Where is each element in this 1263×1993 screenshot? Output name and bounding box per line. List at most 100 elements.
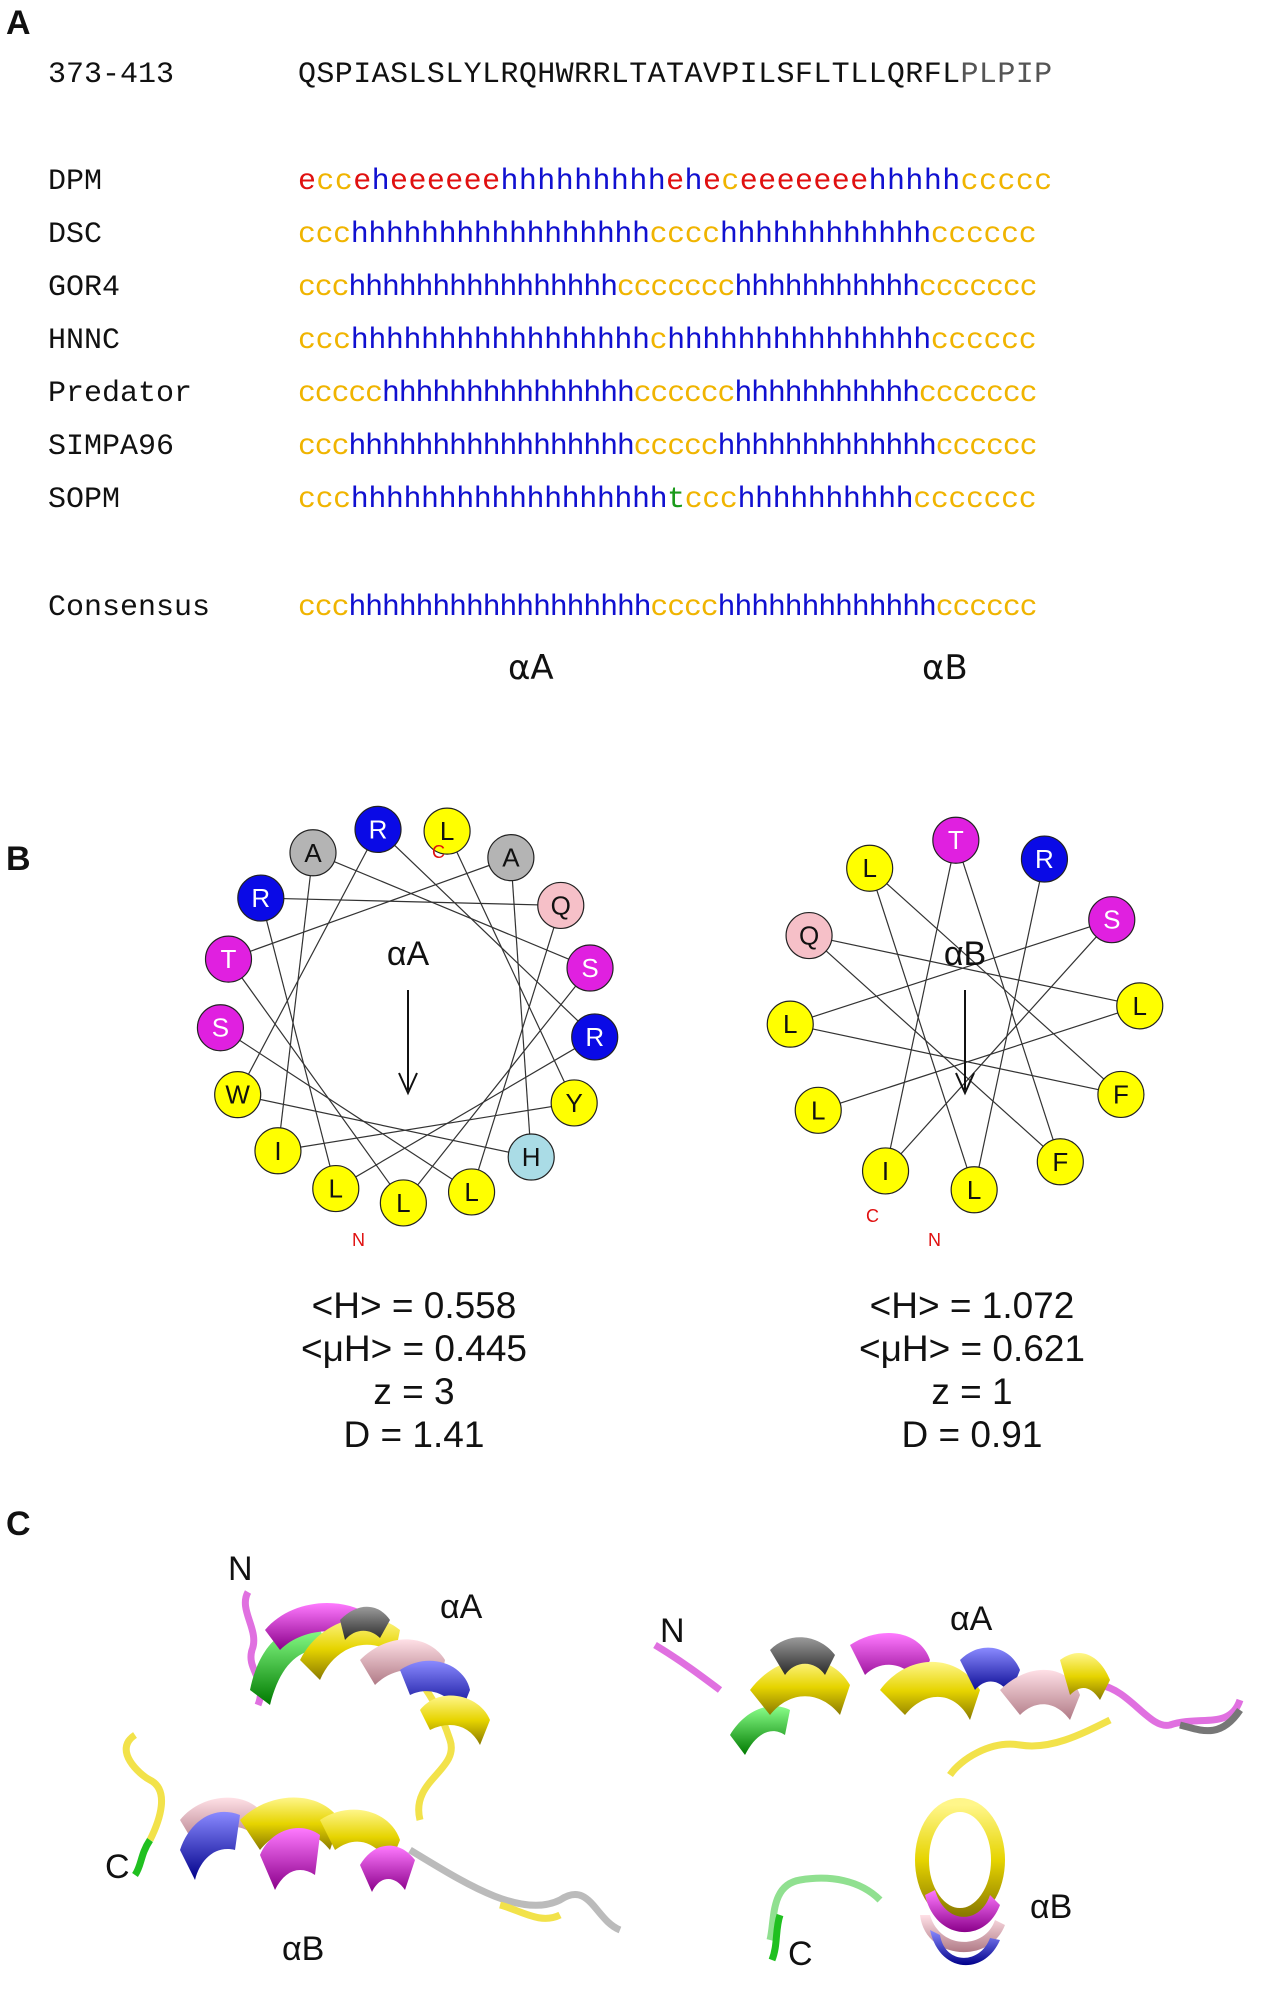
wheel-connector bbox=[228, 958, 404, 1204]
left-alpha-a-label: αA bbox=[440, 1588, 483, 1626]
residue-circle bbox=[1088, 896, 1136, 944]
wheel-connector bbox=[885, 919, 1113, 1172]
residue-label: S bbox=[212, 1013, 229, 1043]
prediction-string: ccchhhhhhhhhhhhhhhhhccccchhhhhhhhhhhhhcc… bbox=[298, 430, 1038, 464]
wheel-a-hydrophobicity: <H> = 0.558 bbox=[311, 1285, 517, 1326]
residue-label: A bbox=[502, 843, 520, 873]
method-name: DSC bbox=[48, 218, 103, 252]
residue-circle bbox=[1116, 982, 1164, 1030]
panel-c-label: C bbox=[6, 1505, 31, 1543]
residue-label: H bbox=[522, 1142, 541, 1172]
wheel-connector bbox=[808, 935, 1061, 1163]
ribbon-structures bbox=[122, 1590, 1244, 1966]
wheel-connector bbox=[260, 897, 561, 907]
right-alpha-b-label: αB bbox=[1030, 1888, 1073, 1926]
wheel-connector bbox=[335, 1036, 596, 1190]
residue-label: Q bbox=[799, 921, 819, 951]
panel-b-label: B bbox=[6, 840, 31, 878]
residue-circle bbox=[785, 911, 833, 960]
residue-circle bbox=[237, 874, 285, 922]
prediction-string: ccchhhhhhhhhhhhhhhhhhtccchhhhhhhhhhccccc… bbox=[298, 483, 1037, 517]
wheel-connector bbox=[220, 1027, 472, 1193]
residue-circle bbox=[550, 1079, 598, 1127]
residue-circle bbox=[571, 1013, 619, 1061]
residue-label: L bbox=[783, 1009, 797, 1039]
residue-circle bbox=[1020, 835, 1069, 883]
wheel-center-label: αA bbox=[387, 935, 430, 973]
prediction-string: ccchhhhhhhhhhhhhhhhhcccchhhhhhhhhhhhcccc… bbox=[298, 218, 1037, 252]
left-c-terminus: C bbox=[105, 1848, 130, 1886]
residue-circle bbox=[846, 844, 894, 892]
residue-label: L bbox=[329, 1174, 343, 1204]
residue-circle bbox=[861, 1147, 910, 1195]
prediction-string: ccchhhhhhhhhhhhhhhhhchhhhhhhhhhhhhhhcccc… bbox=[298, 324, 1037, 358]
residue-label: L bbox=[862, 853, 876, 883]
method-name: DPM bbox=[48, 165, 103, 199]
residue-label: L bbox=[967, 1175, 981, 1205]
sequence-tail: PLPIP bbox=[960, 58, 1053, 92]
residue-label: R bbox=[251, 883, 270, 913]
residue-label: R bbox=[369, 814, 388, 844]
residue-circle bbox=[354, 805, 402, 854]
left-c-end bbox=[132, 1838, 153, 1878]
wheel-a-discrimination: D = 1.41 bbox=[343, 1414, 485, 1455]
wheel-connector bbox=[471, 905, 562, 1193]
residue-circle bbox=[1097, 1070, 1145, 1119]
right-c-terminus: C bbox=[788, 1935, 813, 1973]
residue-label: L bbox=[396, 1188, 410, 1218]
wheel-connector bbox=[446, 830, 575, 1104]
right-helix-a bbox=[730, 1633, 1110, 1755]
method-name: HNNC bbox=[48, 324, 121, 358]
residue-label: Q bbox=[551, 890, 571, 920]
wheel-connector bbox=[869, 867, 1122, 1095]
residue-label: R bbox=[585, 1022, 604, 1052]
residue-label: L bbox=[440, 816, 454, 846]
residue-circle bbox=[204, 935, 253, 983]
prediction-row: HNNC ccchhhhhhhhhhhhhhhhhchhhhhhhhhhhhhhh… bbox=[0, 324, 1263, 364]
residue-circle bbox=[289, 829, 337, 877]
residue-label: F bbox=[1052, 1147, 1068, 1177]
residue-label: S bbox=[1103, 905, 1120, 935]
left-n-terminus: N bbox=[228, 1550, 253, 1588]
left-alpha-b-label: αB bbox=[282, 1930, 325, 1968]
residue-label: I bbox=[882, 1156, 889, 1186]
residue-circle bbox=[447, 1168, 496, 1216]
wheel-b-moment: <μH> = 0.621 bbox=[858, 1328, 1085, 1369]
wheel-connector bbox=[228, 857, 512, 960]
residue-label: Y bbox=[566, 1088, 583, 1118]
residue-circle bbox=[423, 807, 471, 855]
right-loop bbox=[947, 1716, 1112, 1778]
method-name: SOPM bbox=[48, 483, 121, 517]
residue-circle bbox=[379, 1179, 427, 1227]
method-name: Predator bbox=[48, 377, 193, 411]
wheel-b-n-terminus: N bbox=[928, 1230, 941, 1250]
residue-circle bbox=[537, 881, 585, 930]
wheel-connector bbox=[818, 1005, 1140, 1111]
wheel-b-discrimination: D = 0.91 bbox=[901, 1414, 1043, 1455]
sequence-main: QSPIASLSLYLRQHWRRLTATAVPILSFLTLLQRFL bbox=[298, 58, 961, 92]
wheel-connector bbox=[973, 858, 1046, 1190]
left-helix-b bbox=[180, 1797, 415, 1892]
residue-label: T bbox=[221, 944, 237, 974]
wheel-connector bbox=[312, 852, 591, 969]
right-helix-b bbox=[915, 1798, 1005, 1966]
prediction-string: ccchhhhhhhhhhhhhhhhccccccchhhhhhhhhhhccc… bbox=[298, 271, 1038, 305]
residue-circle bbox=[196, 1004, 245, 1052]
prediction-row: SOPM ccchhhhhhhhhhhhhhhhhhtccchhhhhhhhhhc… bbox=[0, 483, 1263, 523]
residue-label: T bbox=[948, 825, 964, 855]
residue-circle bbox=[766, 1000, 814, 1048]
structure-left bbox=[122, 1590, 622, 1934]
right-n-coil bbox=[653, 1641, 723, 1693]
wheel-center-label: αB bbox=[944, 935, 986, 973]
residue-circle bbox=[1036, 1138, 1084, 1186]
wheel-a-n-terminus: N bbox=[352, 1230, 365, 1250]
residue-circle bbox=[507, 1133, 555, 1181]
wheel-b-stats: <H> = 1.072 <μH> = 0.621 z = 1 D = 0.91 bbox=[812, 1284, 1132, 1456]
wheel-connector bbox=[402, 967, 591, 1204]
wheel-connector bbox=[790, 919, 1112, 1025]
